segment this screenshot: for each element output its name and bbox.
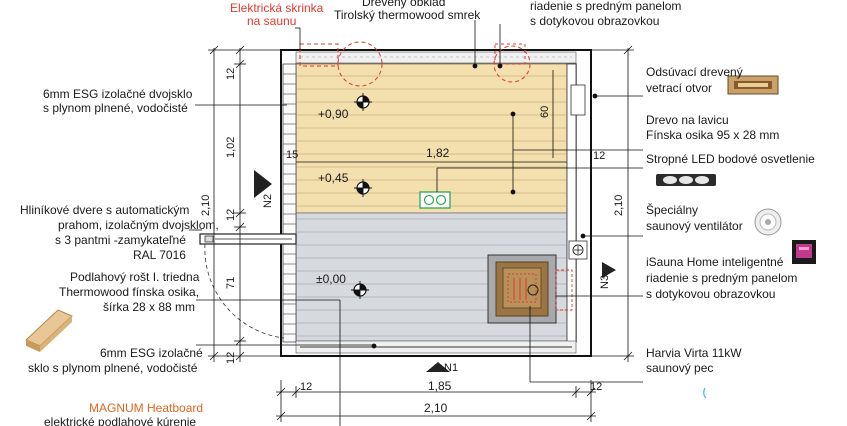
cabinet-arc bbox=[337, 41, 383, 87]
heater bbox=[487, 254, 573, 324]
level-marker-floor bbox=[351, 281, 369, 299]
label-heatboard-1: MAGNUM Heatboard bbox=[89, 401, 203, 415]
level-marker-upper bbox=[354, 93, 372, 111]
dim-inner-15: 15 bbox=[286, 149, 298, 161]
level-marker-middle bbox=[354, 179, 372, 197]
label-led-1: Stropné LED bodové osvetlenie bbox=[646, 152, 815, 166]
control-arc bbox=[493, 45, 531, 83]
upper-bench bbox=[295, 63, 568, 214]
label-vent-2: vetrací otvor bbox=[646, 81, 712, 95]
label-door-2: prahom, izolačným dvojsklom, bbox=[58, 218, 219, 232]
floor-board-icon bbox=[25, 309, 73, 352]
section-mark-n2 bbox=[254, 170, 272, 198]
label-isauna-2: riadenie s predným panelom bbox=[646, 271, 797, 285]
section-mark-n3 bbox=[602, 262, 616, 278]
label-door-1: Hliníkové dvere s automatickým bbox=[20, 203, 189, 217]
level-floor-text: ±0,00 bbox=[316, 272, 346, 286]
label-isauna-3: s dotykovou obrazovkou bbox=[646, 287, 775, 301]
label-floor-2: Thermowood fínska osika, bbox=[59, 285, 199, 299]
label-vent-1: Odsúvací drevený bbox=[646, 65, 743, 79]
label-bench-wood-1: Drevo na lavicu bbox=[646, 113, 729, 127]
cyan-cursor-mark bbox=[703, 387, 707, 399]
wooden-vent-icon bbox=[727, 75, 779, 95]
label-top-control-1: riadenie s predným panelom bbox=[530, 0, 681, 13]
dim-bottom-12-right: 12 bbox=[590, 381, 602, 393]
left-wall-slats bbox=[282, 63, 297, 343]
dim-inner-12-right: 12 bbox=[593, 150, 605, 162]
dim-left-12-top: 12 bbox=[225, 68, 237, 80]
label-glass-bottom-1: 6mm ESG izolačné bbox=[100, 346, 203, 360]
door bbox=[199, 233, 297, 339]
section-mark-n1 bbox=[426, 362, 450, 372]
led-light-icon bbox=[656, 174, 716, 186]
dim-bottom-12-left: 12 bbox=[300, 381, 312, 393]
label-floor-1: Podlahový rošt I. triedna bbox=[70, 270, 200, 284]
leader-lines bbox=[189, 20, 643, 426]
label-electric-cabinet-1: Elektrická skrinka bbox=[230, 1, 324, 15]
section-n1-text: N1 bbox=[444, 362, 458, 374]
dim-left-71: 71 bbox=[225, 277, 237, 289]
dim-bottom-185: 1,85 bbox=[428, 379, 452, 393]
dim-left-12-mid: 12 bbox=[225, 209, 237, 221]
top-glass-strip bbox=[295, 51, 577, 64]
label-glass-top-2: s plynom plnené, vodočisté bbox=[43, 101, 188, 115]
label-heatboard-2: elektrické podlahové kúrenie bbox=[44, 415, 196, 426]
right-dimension-line bbox=[591, 45, 634, 362]
level-middle-text: +0,45 bbox=[318, 171, 349, 185]
label-heater-1: Harvia Virta 11kW bbox=[646, 346, 742, 360]
label-cladding-2: Tirolský thermowood smrek bbox=[334, 8, 481, 22]
section-n3-text: N3 bbox=[599, 275, 611, 289]
vent-slot bbox=[570, 84, 586, 116]
label-top-control-2: s dotykovou obrazovkou bbox=[530, 14, 659, 28]
dim-inner-182: 1,82 bbox=[426, 146, 450, 160]
dim-inner-60: 60 bbox=[539, 106, 551, 118]
dim-left-210: 2,10 bbox=[200, 195, 212, 216]
dim-left-12-bottom: 12 bbox=[225, 352, 237, 364]
dim-right-210: 2,10 bbox=[613, 195, 625, 216]
label-isauna-1: iSauna Home inteligentné bbox=[646, 255, 784, 269]
dim-left-102: 1,02 bbox=[225, 137, 237, 158]
label-cladding-1: Drevený obklad bbox=[362, 0, 445, 9]
electric-cabinet-outline bbox=[299, 43, 339, 67]
label-fan-2: saunový ventilátor bbox=[646, 219, 743, 233]
bottom-dimension-chain bbox=[276, 380, 596, 422]
label-door-3: s 3 pantmi -zamykateľné bbox=[55, 233, 186, 247]
label-heater-2: saunový pec bbox=[646, 361, 713, 375]
label-glass-top-1: 6mm ESG izolačné dvojsklo bbox=[43, 87, 193, 101]
label-fan-1: Špeciálny bbox=[646, 202, 698, 217]
dim-bottom-210: 2,10 bbox=[424, 401, 448, 415]
label-door-4: RAL 7016 bbox=[133, 248, 186, 262]
section-n2-text: N2 bbox=[262, 194, 274, 208]
fan-icon bbox=[754, 208, 782, 236]
control-panel-slot bbox=[494, 43, 526, 65]
left-dimension-chain bbox=[208, 45, 281, 362]
label-floor-3: šírka 28 x 88 mm bbox=[103, 300, 195, 314]
label-glass-bottom-2: sklo s plynom plnené, vodočisté bbox=[28, 361, 198, 375]
label-electric-cabinet-2: na saunu bbox=[247, 14, 296, 28]
level-upper-text: +0,90 bbox=[318, 107, 349, 121]
touchscreen-icon bbox=[792, 240, 816, 264]
label-bench-wood-2: Fínska osika 95 x 28 mm bbox=[646, 128, 779, 142]
